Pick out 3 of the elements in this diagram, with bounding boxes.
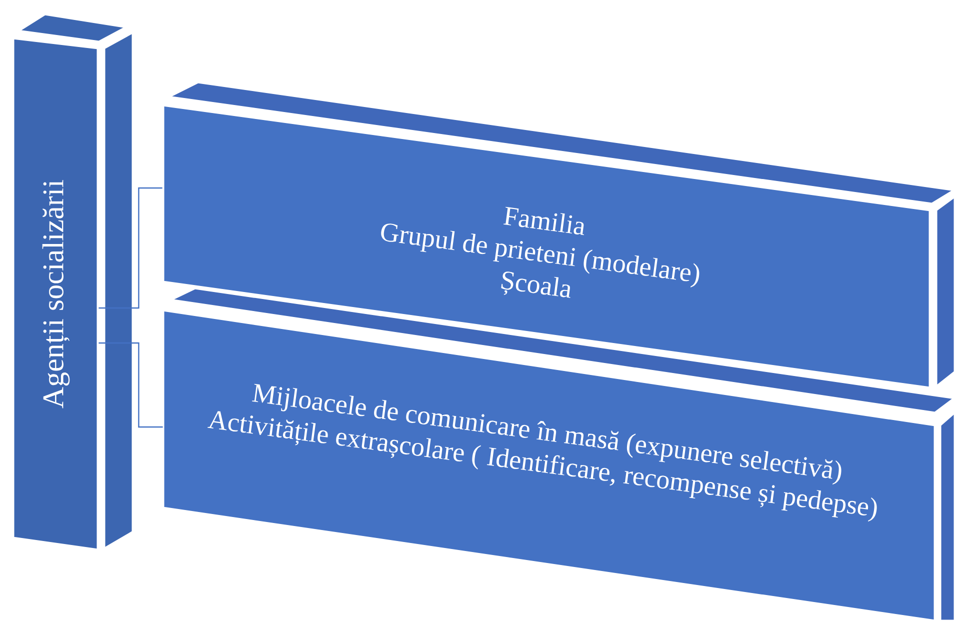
block-box: Agenții socializării <box>12 12 134 552</box>
bracket-line <box>98 342 163 428</box>
bracket-line <box>98 187 162 309</box>
